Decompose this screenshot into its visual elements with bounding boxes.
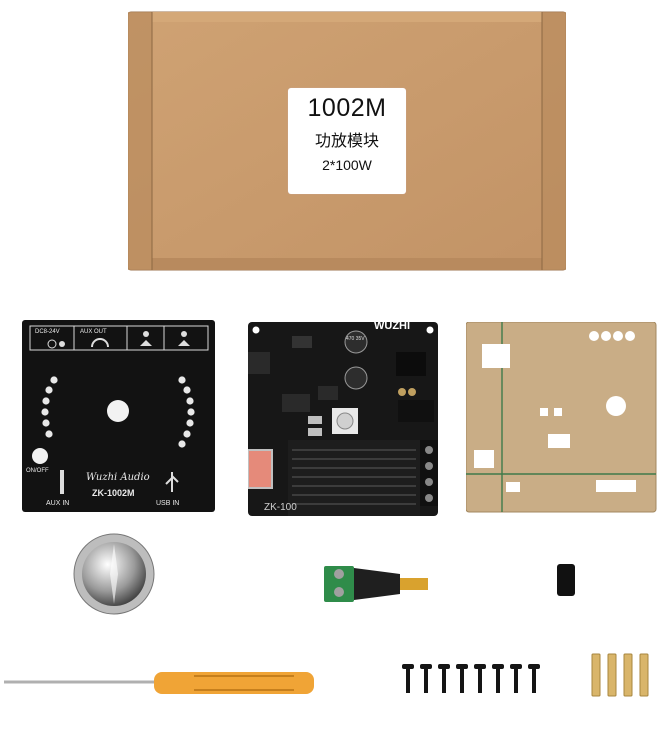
board-graphics (248, 322, 438, 516)
screws-set (398, 660, 554, 700)
acrylic-base-plate (466, 322, 658, 514)
board-cap-rating: 470 35V (346, 336, 365, 342)
brass-standoffs (588, 650, 660, 702)
volume-knob (72, 532, 156, 616)
panel-usb-in-label: USB IN (156, 500, 180, 507)
panel-model-label: ZK-1002M (92, 488, 135, 498)
panel-aux-out-label: AUX OUT (80, 329, 107, 335)
panel-graphics (29, 325, 209, 494)
box-label-name: 功放模块 (314, 131, 379, 150)
box-label-power: 2*100W (322, 157, 372, 173)
panel-brand-script: Wuzhi Audio (86, 472, 150, 483)
amplifier-board: WUZHI 470 35V ZK-100 (248, 320, 440, 518)
panel-dc-in-label: DC8-24V (35, 329, 60, 335)
panel-on-off-label: ON/OFF (26, 468, 49, 474)
box-label-model: 1002M (307, 94, 387, 122)
rubber-spacer (554, 562, 580, 598)
box-label: 1002M 功放模块 2*100W (288, 88, 406, 194)
panel-aux-in-label: AUX IN (46, 500, 70, 507)
screwdriver (4, 662, 316, 702)
dc-power-connector (322, 550, 438, 614)
board-model-label: ZK-100 (264, 502, 297, 513)
front-panel: DC8-24V AUX OUT ON/OFF Wuzhi Audio ZK-10… (22, 320, 215, 512)
board-brand-label: WUZHI (374, 320, 411, 332)
